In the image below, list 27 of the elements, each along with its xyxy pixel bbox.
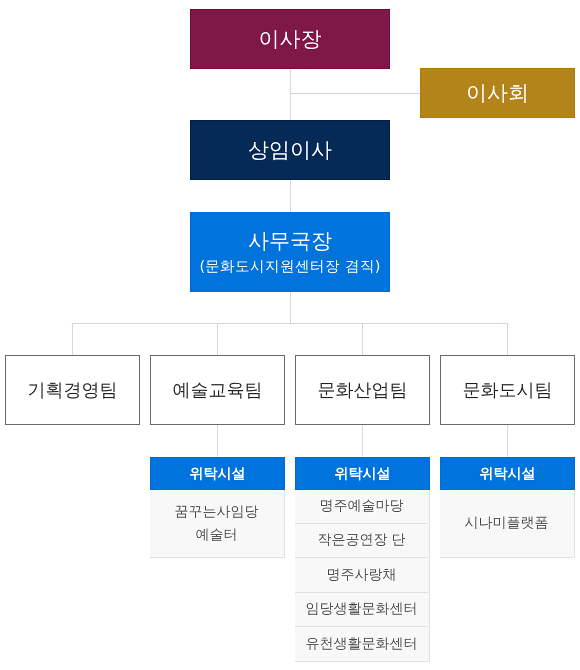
panel-header: 위탁시설 — [150, 457, 285, 490]
position-box: 이사회 — [420, 68, 575, 118]
subtitle-text: (문화도시지원센터장 겸직) — [200, 258, 380, 276]
team-box: 예술교육팀 — [150, 355, 285, 425]
connector-line — [507, 424, 508, 458]
panel-header: 위탁시설 — [440, 457, 575, 490]
list-item: 유천생활문화센터 — [295, 627, 428, 662]
title-text: 사무국장 — [248, 228, 332, 255]
facility-panel — [440, 457, 575, 558]
list-item: 작은공연장 단 — [295, 524, 428, 558]
connector-line — [217, 424, 218, 458]
list-item: 꿈꾸는사임당 예술터 — [150, 490, 283, 558]
list-item: 임당생활문화센터 — [295, 593, 428, 627]
panel-header: 위탁시설 — [295, 457, 430, 490]
team-box: 기획경영팀 — [5, 355, 140, 425]
list-item: 명주예술마당 — [295, 490, 428, 524]
team-box: 문화도시팀 — [440, 355, 575, 425]
position-box — [190, 212, 390, 292]
connector-line — [362, 424, 363, 458]
list-item: 명주사랑채 — [295, 558, 428, 593]
position-box: 이사장 — [190, 9, 390, 69]
team-box: 문화산업팀 — [295, 355, 430, 425]
facility-panel — [150, 457, 285, 558]
list-item: 시나미플랫폼 — [440, 490, 573, 558]
position-box: 상임이사 — [190, 120, 390, 180]
connector-line — [290, 180, 291, 212]
facility-panel — [295, 457, 430, 662]
